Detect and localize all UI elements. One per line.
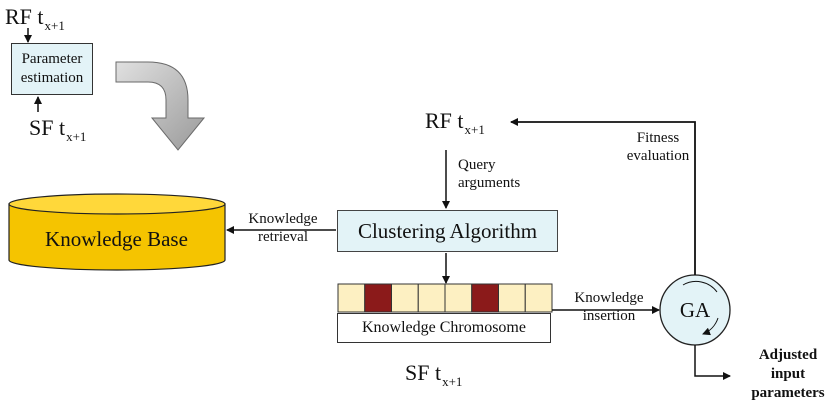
chromosome-gene-dark: [364, 283, 392, 313]
rf-input-main: RF t: [5, 4, 44, 29]
output-line1: Adjusted: [758, 347, 818, 363]
query-arguments-line1: Query: [458, 157, 496, 173]
rf-main-label: RF tx+1: [425, 108, 485, 137]
chromosome-gene-light: [417, 283, 446, 313]
output-arrow: [694, 345, 731, 380]
chromosome-gene-light: [444, 283, 473, 313]
fitness-loop-arrow: [510, 118, 696, 275]
knowledge-insertion-label: Knowledge insertion: [564, 289, 654, 325]
rf-main-main: RF t: [425, 108, 464, 133]
chromosome-genes: [337, 283, 553, 313]
knowledge-base-label: Knowledge Base: [45, 226, 188, 251]
fitness-evaluation-line1: Fitness: [636, 130, 680, 146]
parameter-estimation-line1: Parameter: [21, 51, 83, 67]
sf-input-main: SF t: [29, 115, 66, 140]
query-arguments-line2: arguments: [458, 175, 521, 191]
clustering-algorithm-box: Clustering Algorithm: [337, 210, 558, 252]
knowledge-retrieval-label: Knowledge retrieval: [238, 210, 328, 246]
query-arguments-label: Query arguments: [458, 156, 520, 192]
knowledge-base-cylinder: [8, 193, 226, 271]
big-curved-arrow: [115, 61, 206, 151]
ga-label: GA: [679, 297, 711, 322]
rf-main-sub: x+1: [464, 122, 485, 137]
knowledge-insertion-line1: Knowledge: [574, 290, 644, 306]
sf-bottom-sub: x+1: [442, 374, 463, 389]
knowledge-retrieval-line2: retrieval: [258, 229, 308, 245]
chromosome-gene-dark: [471, 283, 499, 313]
chromosome-gene-light: [391, 283, 419, 313]
sf-bottom-label: SF tx+1: [405, 360, 462, 389]
fitness-evaluation-line2: evaluation: [626, 148, 690, 164]
sf-input-sub: x+1: [66, 129, 87, 144]
fitness-evaluation-label: Fitness evaluation: [625, 129, 691, 165]
chromosome-gene-light: [337, 283, 366, 313]
sf-input-label: SF tx+1: [29, 115, 86, 144]
chromosome-gene-light: [524, 283, 553, 313]
ga-cycle-arrow-top: [682, 280, 718, 293]
parameter-estimation-line2: estimation: [20, 70, 84, 86]
knowledge-insertion-line2: insertion: [582, 308, 636, 324]
ga-cycle-arrow-bottom: [702, 317, 719, 336]
parameter-estimation-box: Parameter estimation: [11, 43, 93, 95]
rf-input-sub: x+1: [44, 18, 65, 33]
sf-bottom-main: SF t: [405, 360, 442, 385]
output-label: Adjusted input parameters: [742, 346, 834, 403]
chromosome-gene-light: [498, 283, 526, 313]
rf-input-label: RF tx+1: [5, 4, 65, 33]
knowledge-chromosome-label: Knowledge Chromosome: [337, 313, 551, 343]
output-line2: input: [770, 366, 806, 382]
output-line3: parameters: [751, 385, 825, 401]
knowledge-retrieval-line1: Knowledge: [248, 211, 318, 227]
